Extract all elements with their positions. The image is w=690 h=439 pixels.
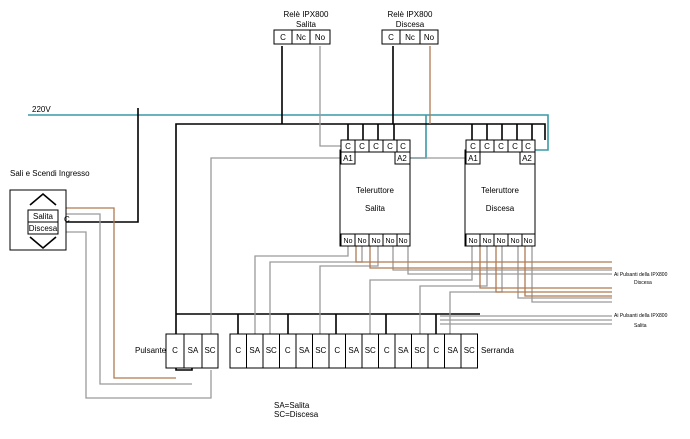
terminal-label: C	[470, 142, 476, 151]
serranda-terminals: C SA SC C SA SC C SA SC C SA SC C SA SC	[229, 333, 478, 369]
coil-a2-label: A2	[522, 154, 532, 163]
terminal-label: C	[373, 142, 379, 151]
terminal-label: C	[498, 142, 504, 151]
contactor-salita-top-terminals: C C C C C	[340, 139, 411, 153]
terminal-label: C	[512, 142, 518, 151]
contactor-discesa: C C C C C A1 A2 Teleruttore Discesa No N…	[464, 139, 536, 247]
terminal-label: C	[388, 33, 394, 42]
wire-switch-salita-brown	[66, 207, 176, 379]
terminal-label: SA	[299, 346, 310, 355]
supply-label: 220V	[32, 105, 51, 114]
terminal-label: C	[433, 346, 439, 355]
terminal-label: SA	[188, 346, 199, 355]
terminal-label: SC	[464, 346, 475, 355]
terminal-label: No	[358, 238, 367, 245]
switch-title: Sali e Scendi Ingresso	[10, 169, 90, 178]
contactor-discesa-bottom-terminals: No No No No No	[465, 233, 536, 247]
switch-down-label: Discesa	[29, 224, 58, 233]
terminal-label: C	[525, 142, 531, 151]
terminal-label: SC	[365, 346, 376, 355]
wire-switch-discesa	[66, 231, 212, 399]
terminal-label: C	[484, 142, 490, 151]
wire-top-drops	[347, 124, 533, 140]
wire-a2-salita	[410, 115, 427, 159]
relay-discesa-terminals: C Nc No	[381, 29, 439, 45]
ipx-discesa-label-1: Ai Pulsanti della IPX800	[614, 272, 668, 278]
terminal-label: No	[372, 238, 381, 245]
wire-220v	[28, 114, 549, 151]
terminal-label: SA	[249, 346, 260, 355]
relay-discesa-subtitle: Discesa	[396, 20, 425, 29]
coil-a1-label: A1	[343, 154, 353, 163]
wire-no-salita-out	[254, 246, 612, 334]
terminal-label: No	[469, 238, 478, 245]
contactor-salita: C C C C C A1 A2 Teleruttore Salita No No…	[339, 139, 411, 247]
terminal-label: SA	[398, 346, 409, 355]
terminal-label: SC	[414, 346, 425, 355]
arrow-up-icon	[29, 192, 57, 206]
wire-common-bus	[175, 46, 546, 334]
terminal-label: No	[315, 33, 326, 42]
pulsante-terminals: C SA SC	[165, 333, 219, 369]
terminal-label: SA	[348, 346, 359, 355]
terminal-label: C	[400, 142, 406, 151]
relay-salita-terminals: C Nc No	[273, 29, 331, 45]
contactor-sub: Discesa	[486, 204, 515, 213]
terminal-label: SC	[204, 346, 215, 355]
terminal-label: C	[384, 346, 390, 355]
terminal-label: C	[235, 346, 241, 355]
terminal-label: C	[387, 142, 393, 151]
legend-sc: SC=Discesa	[274, 410, 319, 419]
terminal-label: No	[497, 238, 506, 245]
wire-switch-salita	[66, 213, 192, 385]
relay-salita-subtitle: Salita	[296, 20, 317, 29]
terminal-label: C	[334, 346, 340, 355]
switch-up-label: Salita	[33, 212, 54, 221]
terminal-label: No	[386, 238, 395, 245]
contactor-name: Teleruttore	[356, 186, 394, 195]
terminal-label: Nc	[405, 33, 415, 42]
wire-switch-common	[66, 108, 139, 223]
relay-salita-title: Relè IPX800	[284, 10, 329, 19]
terminal-label: SC	[315, 346, 326, 355]
wire-relay-salita-nc	[319, 46, 348, 147]
wire-serranda-drops	[237, 314, 437, 334]
terminal-label: C	[285, 346, 291, 355]
switch-box	[9, 189, 67, 251]
switch-common-label: C	[64, 215, 70, 224]
terminal-label: No	[524, 238, 533, 245]
ipx-salita-label-2: Salita	[634, 323, 647, 329]
contactor-discesa-top-terminals: C C C C C	[465, 139, 536, 153]
contactor-name: Teleruttore	[481, 186, 519, 195]
terminal-label: C	[359, 142, 365, 151]
terminal-label: Nc	[296, 33, 306, 42]
terminal-label: No	[344, 238, 353, 245]
terminal-label: C	[345, 142, 351, 151]
terminal-label: No	[399, 238, 408, 245]
terminal-label: C	[172, 346, 178, 355]
contactor-sub: Salita	[365, 204, 386, 213]
serranda-terminal	[460, 333, 478, 369]
ipx-salita-label-1: Ai Pulsanti della IPX800	[614, 313, 668, 319]
wire-ipx-discesa-lines	[355, 246, 612, 297]
contactor-salita-bottom-terminals: No No No No No	[340, 233, 411, 247]
wire-no-discesa-out	[369, 246, 612, 334]
terminal-label: C	[280, 33, 286, 42]
arrow-down-icon	[29, 236, 57, 250]
pulsante-label: Pulsante	[135, 346, 167, 355]
serranda-label: Serranda	[481, 346, 514, 355]
wire-ipx-salita-lines	[440, 315, 612, 325]
terminal-label: SC	[266, 346, 277, 355]
terminal-label: No	[483, 238, 492, 245]
terminal-label: No	[511, 238, 520, 245]
legend-sa: SA=Salita	[274, 401, 310, 410]
coil-a2-label: A2	[397, 154, 407, 163]
ipx-discesa-label-2: Discesa	[634, 280, 652, 286]
terminal-label: No	[424, 33, 435, 42]
coil-a1-label: A1	[468, 154, 478, 163]
relay-discesa-title: Relè IPX800	[388, 10, 433, 19]
terminal-label: SA	[447, 346, 458, 355]
